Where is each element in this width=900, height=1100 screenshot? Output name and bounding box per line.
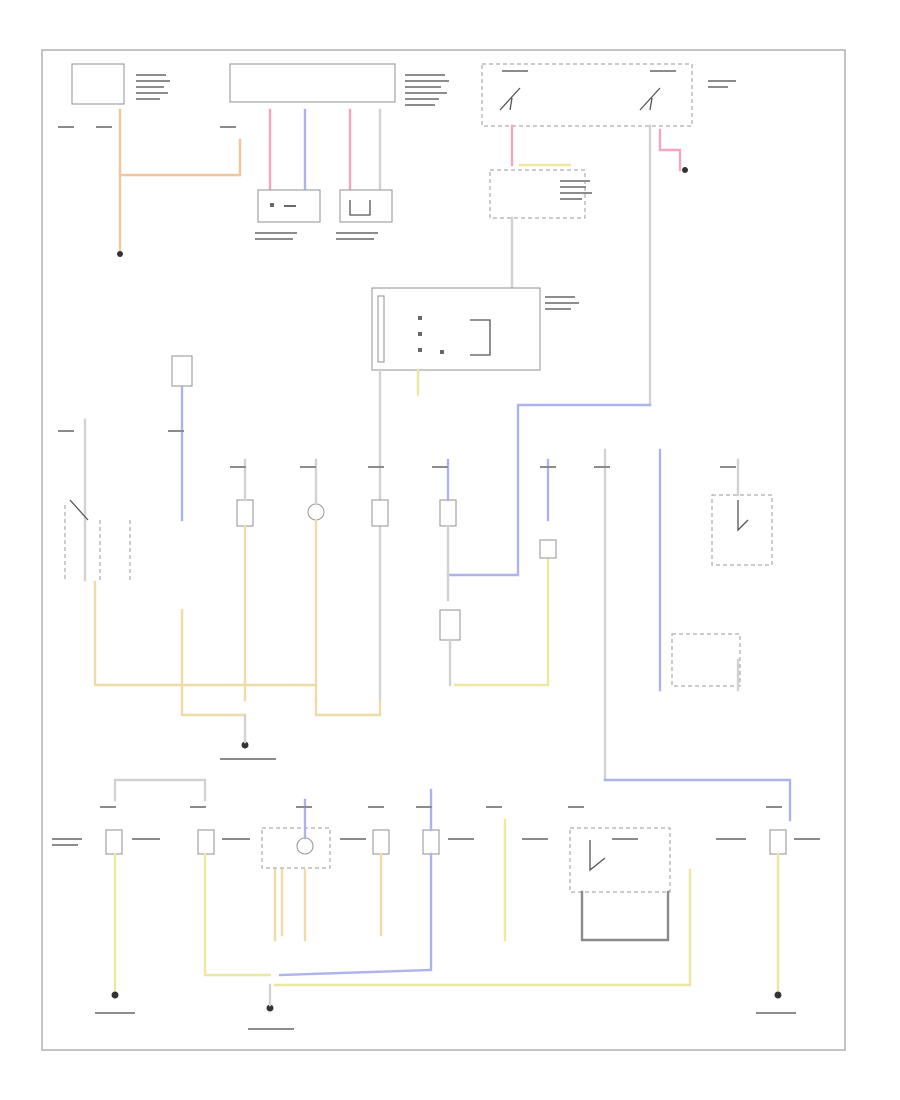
switch-col-5 (453, 458, 557, 687)
bottom-lamp-3 (261, 798, 331, 942)
top-center-module (229, 63, 449, 106)
right-mid-switch (711, 458, 773, 566)
bottom-switch-4 (372, 829, 390, 937)
switch-col-4 (439, 458, 457, 602)
relay-left (255, 189, 321, 240)
bottom-switch-1 (105, 829, 123, 992)
bottom-switch-8 (769, 829, 787, 992)
switch-col-2 (307, 458, 325, 702)
illegible-labels (52, 126, 820, 1030)
ground-top-left-icon (117, 251, 123, 257)
ground-bus-bottom (273, 868, 692, 987)
connector-box-right (671, 633, 741, 692)
ground-bottom-right-icon (774, 991, 782, 999)
ground-top-right-icon (682, 167, 688, 173)
ground-bottom-center-icon (266, 1004, 274, 1012)
ground-bottom-left-icon (111, 991, 119, 999)
diagram-frame (41, 49, 846, 1051)
bottom-switch-2 (197, 829, 272, 977)
ground-bus-middle (93, 580, 318, 687)
small-switch-box (171, 355, 193, 387)
ignition-switch-module (481, 63, 736, 127)
wire-blue-cross (446, 403, 652, 577)
fuse-relay-box (489, 169, 592, 219)
control-module (371, 287, 541, 371)
relay-bottom (569, 827, 671, 942)
bottom-switch-5 (278, 788, 440, 977)
switch-col-1 (236, 458, 254, 702)
wire-blue-bottom (603, 778, 792, 822)
switch-col-3 (371, 499, 389, 527)
relay-right (336, 189, 393, 240)
top-left-module (71, 63, 170, 105)
wire-orange-top (118, 108, 242, 177)
ground-middle-icon (241, 741, 249, 749)
sensor-box-mid (439, 609, 461, 687)
